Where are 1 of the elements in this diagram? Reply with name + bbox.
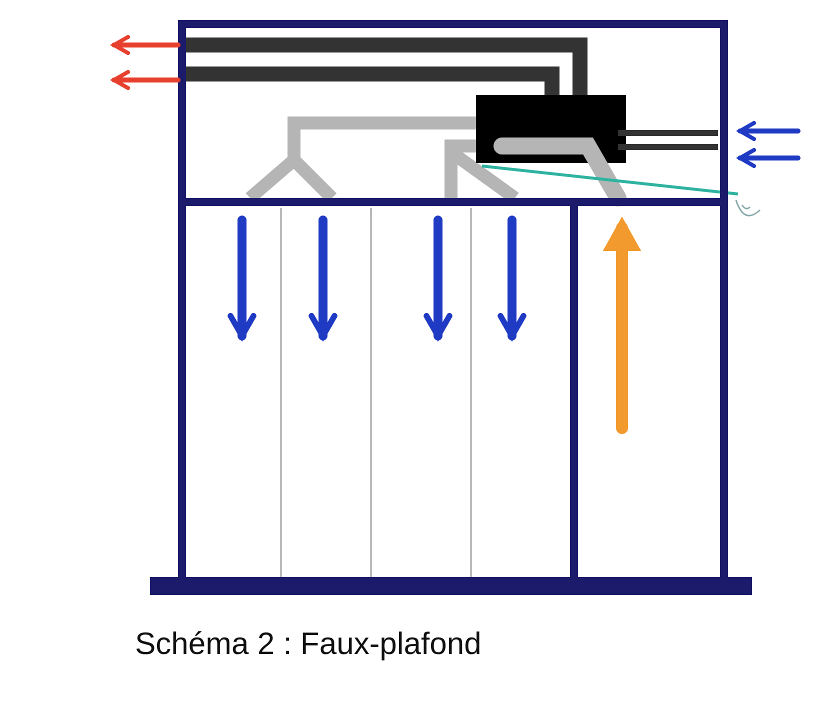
caption: Schéma 2 : Faux-plafond — [135, 626, 482, 662]
